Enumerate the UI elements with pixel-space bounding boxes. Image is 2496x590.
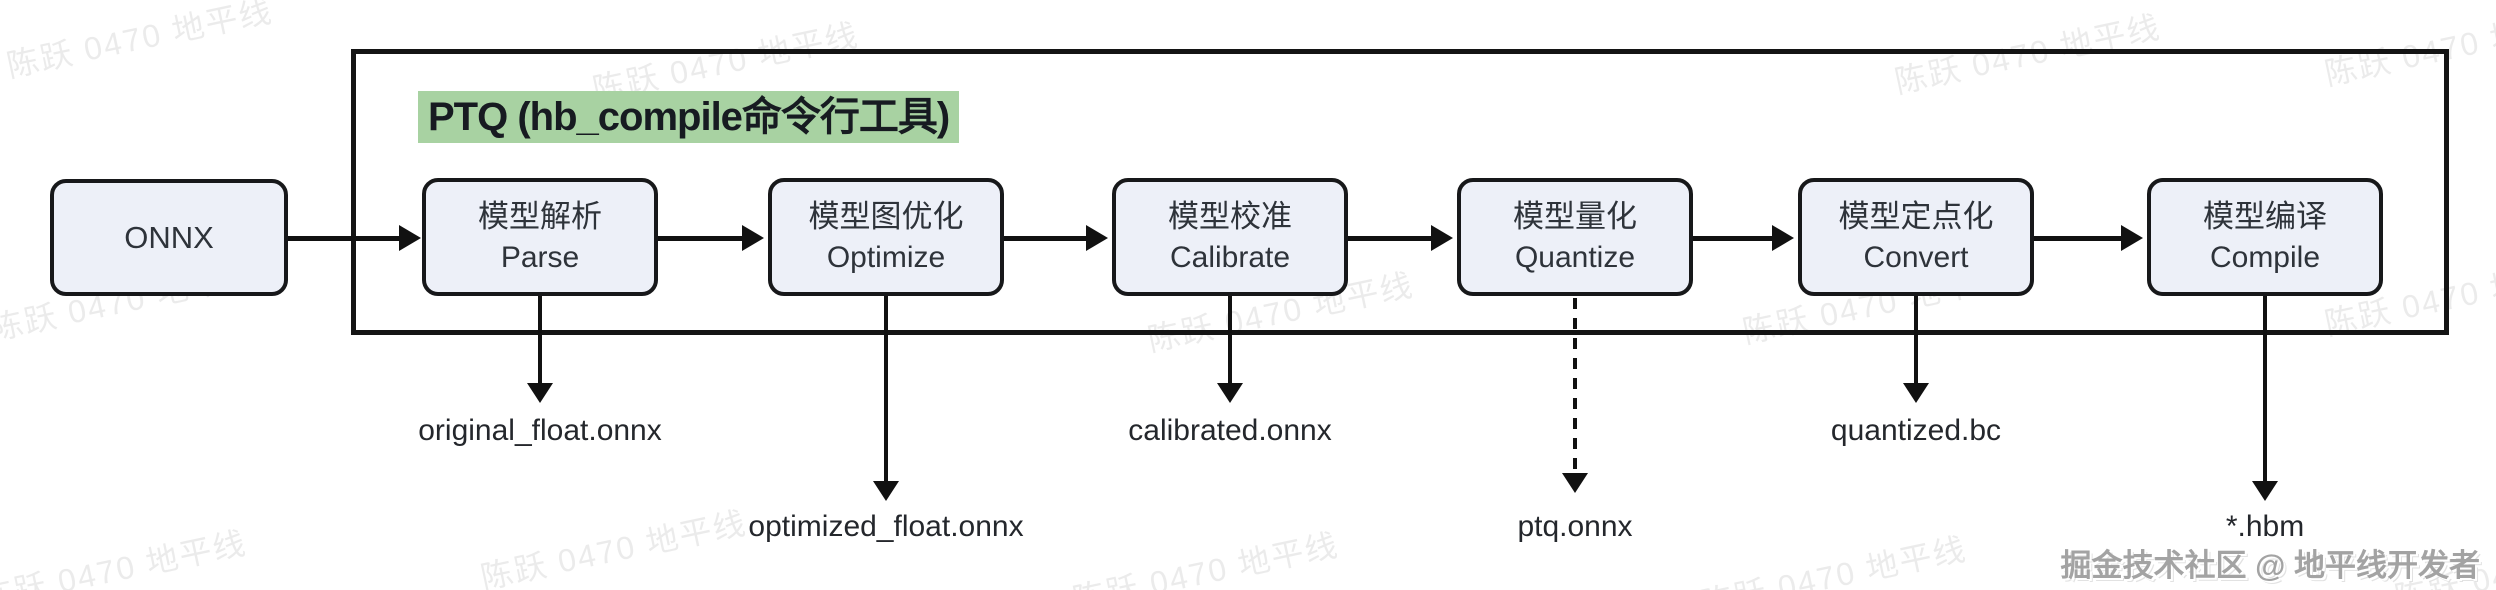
output-label-original-float-onnx: original_float.onnx	[418, 414, 662, 447]
node-onnx: ONNX	[50, 179, 288, 296]
node-convert-label-en: Convert	[1863, 241, 1969, 274]
node-compile-label-en: Compile	[2209, 241, 2321, 274]
arrow-optimize-to-calibrate	[1004, 225, 1108, 251]
watermark-text: 陈跃 0470 地平线	[477, 504, 751, 590]
ptq-container-box	[351, 49, 2449, 335]
node-optimize: 模型图优化 Optimize	[768, 178, 1004, 296]
arrow-convert-to-compile	[2034, 225, 2143, 251]
node-quantize-label-en: Quantize	[1514, 241, 1636, 274]
arrow-optimize-output	[873, 296, 899, 501]
node-compile: 模型编译 Compile	[2147, 178, 2383, 296]
arrow-compile-output	[2252, 296, 2278, 501]
watermark-text: 陈跃 0470 地平线	[1069, 526, 1343, 590]
arrow-quantize-to-convert	[1693, 225, 1794, 251]
node-calibrate-label-en: Calibrate	[1169, 241, 1291, 274]
arrow-quantize-output-dashed	[1562, 298, 1588, 493]
node-calibrate: 模型校准 Calibrate	[1112, 178, 1348, 296]
watermark-text: 陈跃 0470 地平线	[1697, 530, 1971, 590]
node-parse: 模型解析 Parse	[422, 178, 658, 296]
node-convert: 模型定点化 Convert	[1798, 178, 2034, 296]
output-label-ptq-onnx: ptq.onnx	[1517, 510, 1633, 543]
output-label-hbm: *.hbm	[2225, 510, 2305, 543]
credit-text: 掘金技术社区 @ 地平线开发者	[2060, 548, 2480, 583]
node-parse-label-zh: 模型解析	[478, 199, 602, 234]
node-compile-label-zh: 模型编译	[2203, 199, 2327, 234]
node-optimize-label-zh: 模型图优化	[808, 199, 964, 234]
arrow-parse-output	[527, 296, 553, 403]
arrow-calibrate-output	[1217, 296, 1243, 403]
arrow-convert-output	[1903, 296, 1929, 403]
node-convert-label-zh: 模型定点化	[1838, 199, 1994, 234]
node-quantize: 模型量化 Quantize	[1457, 178, 1693, 296]
watermark-text: 陈跃 0470 地平线	[0, 524, 251, 590]
arrow-onnx-to-parse	[288, 225, 421, 251]
node-quantize-label-zh: 模型量化	[1513, 199, 1637, 234]
output-label-calibrated-onnx: calibrated.onnx	[1128, 414, 1332, 447]
node-parse-label-en: Parse	[500, 241, 580, 274]
node-onnx-label: ONNX	[124, 219, 214, 255]
node-calibrate-label-zh: 模型校准	[1168, 199, 1292, 234]
arrow-calibrate-to-quantize	[1348, 225, 1453, 251]
ptq-title: PTQ (hb_compile命令行工具)	[418, 91, 960, 143]
arrow-parse-to-optimize	[658, 225, 764, 251]
watermark-text: 陈跃 0470 地平线	[3, 0, 277, 85]
output-label-optimized-float-onnx: optimized_float.onnx	[748, 510, 1024, 543]
output-label-quantized-bc: quantized.bc	[1830, 414, 2002, 447]
node-optimize-label-en: Optimize	[826, 241, 946, 274]
